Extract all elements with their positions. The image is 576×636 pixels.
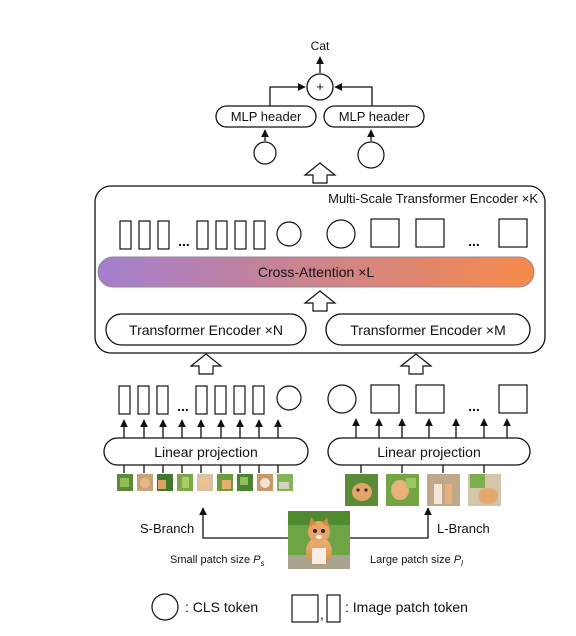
s-branch-arrow <box>199 507 288 539</box>
cls-token-output-large <box>357 141 385 169</box>
linear-projection-large: Linear projection <box>327 437 531 466</box>
small-patch-image <box>157 474 173 491</box>
cls-token-large <box>327 384 357 414</box>
projection-arrows-large <box>352 418 511 438</box>
cross-attention-label: Cross-Attention ×L <box>258 264 375 280</box>
mlp-left-to-plus-arrow <box>269 83 306 106</box>
token-row-upper: ... ... <box>119 218 528 250</box>
large-patch-caption-text: Large patch size <box>370 554 454 566</box>
patch-token-small <box>234 220 247 250</box>
multi-scale-encoder-title: Multi-Scale Transformer Encoder ×K <box>328 191 538 206</box>
fat-arrow-right <box>399 353 433 375</box>
fat-arrow-inner <box>303 290 337 312</box>
legend-small-patch-icon <box>326 594 341 623</box>
small-patch-image <box>217 474 233 491</box>
patch-ticks-small <box>123 465 279 473</box>
patch-token-large <box>498 384 528 414</box>
linear-projection-large-label: Linear projection <box>377 444 481 460</box>
patch-ticks-large <box>360 465 485 473</box>
ellipsis-small-upper: ... <box>178 233 190 249</box>
legend: : CLS token , : Image patch token <box>151 593 468 623</box>
input-cat-image <box>288 511 350 569</box>
patch-token-large <box>415 218 445 248</box>
patch-token-small <box>196 220 209 250</box>
small-patch-image <box>117 474 133 491</box>
legend-cls-label: : CLS token <box>185 599 258 615</box>
small-patch-caption: Small patch size Ps <box>170 554 265 568</box>
patch-token-small <box>195 385 208 415</box>
legend-cls-icon <box>151 593 179 621</box>
patch-token-small <box>119 220 132 250</box>
patch-token-small <box>233 385 246 415</box>
mlp-header-right-label: MLP header <box>339 109 410 124</box>
patch-token-small <box>137 385 150 415</box>
small-patch-image <box>197 474 213 491</box>
small-patch-sub: s <box>261 559 265 568</box>
patch-token-small <box>138 220 151 250</box>
l-branch-label: L-Branch <box>437 521 490 536</box>
legend-comma: , <box>320 606 324 622</box>
patch-token-small <box>214 385 227 415</box>
ellipsis-large-lower: ... <box>468 398 480 414</box>
cls-token-small <box>276 385 302 411</box>
patch-token-small <box>252 385 265 415</box>
large-patch-image <box>427 474 460 506</box>
patch-token-small <box>118 385 131 415</box>
patch-token-large <box>415 384 445 414</box>
cross-attention-bar: Cross-Attention ×L <box>97 256 535 288</box>
mlp-header-left: MLP header <box>215 105 317 128</box>
small-image-patches <box>117 474 293 491</box>
ellipsis-small-lower: ... <box>177 398 189 414</box>
large-patch-image <box>386 474 419 506</box>
l-branch-arrow <box>350 507 432 539</box>
transformer-encoder-large: Transformer Encoder ×M <box>325 313 531 346</box>
linear-projection-small-label: Linear projection <box>154 444 258 460</box>
patch-token-small <box>157 220 170 250</box>
large-patch-var: P <box>454 554 462 566</box>
large-patch-image <box>345 474 378 506</box>
patch-token-large <box>498 218 528 248</box>
large-patch-caption: Large patch size Pl <box>370 554 463 568</box>
small-patch-image <box>137 474 153 491</box>
plus-node: + <box>306 73 334 101</box>
patch-token-large <box>370 384 400 414</box>
transformer-encoder-large-label: Transformer Encoder ×M <box>350 322 505 338</box>
patch-token-small <box>253 220 266 250</box>
small-patch-image <box>277 474 293 491</box>
ellipsis-large-upper: ... <box>468 233 480 249</box>
transformer-encoder-small-label: Transformer Encoder ×N <box>129 322 283 338</box>
legend-patch-label: : Image patch token <box>345 599 468 615</box>
mlp-header-right: MLP header <box>323 105 425 128</box>
plus-sign: + <box>316 79 324 94</box>
mlp-right-to-plus-arrow <box>334 83 373 106</box>
mlp-header-left-label: MLP header <box>231 109 302 124</box>
transformer-encoder-small: Transformer Encoder ×N <box>105 313 307 346</box>
s-branch-label: S-Branch <box>140 521 194 536</box>
large-patch-sub: l <box>461 559 463 568</box>
small-patch-var: P <box>253 554 261 566</box>
large-image-patches <box>345 474 501 506</box>
legend-large-patch-icon <box>291 594 319 623</box>
patch-token-large <box>370 218 400 248</box>
cls-token-small <box>276 221 302 247</box>
large-patch-image <box>468 474 501 506</box>
patch-token-small <box>156 385 169 415</box>
fat-arrow-top <box>303 162 337 184</box>
patch-token-small <box>215 220 228 250</box>
small-patch-image <box>237 474 253 491</box>
small-patch-image <box>177 474 193 491</box>
output-label: Cat <box>311 39 330 53</box>
small-patch-caption-text: Small patch size <box>170 554 253 566</box>
cls-token-large <box>326 219 356 249</box>
fat-arrow-left <box>189 353 223 375</box>
token-row-lower: ... ... <box>118 384 528 415</box>
linear-projection-small: Linear projection <box>103 437 309 466</box>
small-patch-image <box>257 474 273 491</box>
projection-arrows-small <box>120 419 282 438</box>
cls-token-output-small <box>253 141 277 165</box>
